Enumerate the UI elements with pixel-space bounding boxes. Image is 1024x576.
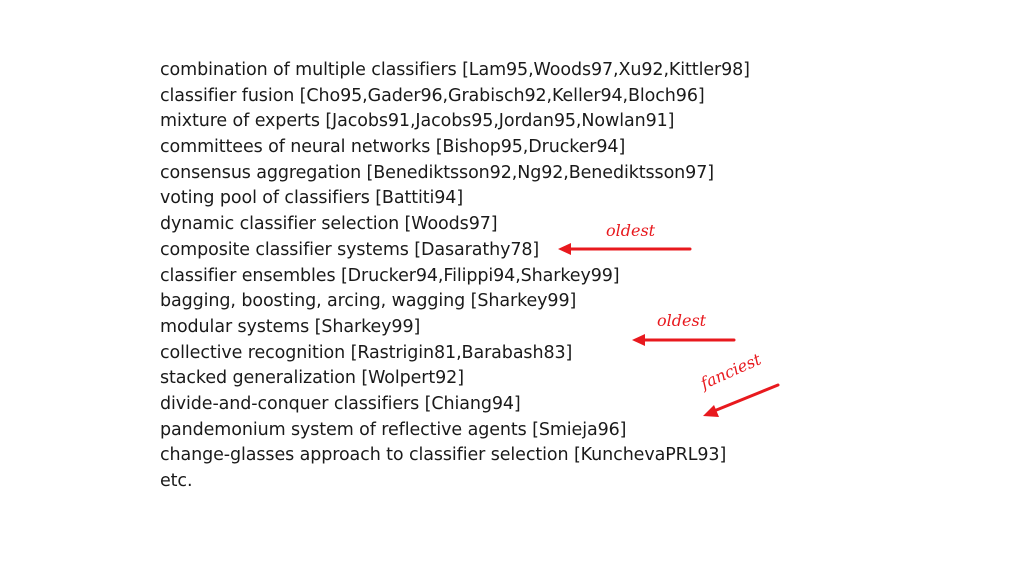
term-line-mixture-of-experts: mixture of experts [Jacobs91,Jacobs95,Jo… bbox=[160, 111, 675, 132]
term-line-divide-and-conquer: divide-and-conquer classifiers [Chiang94… bbox=[160, 393, 521, 414]
term-line-collective-recognition: collective recognition [Rastrigin81,Bara… bbox=[160, 342, 573, 363]
term-line-consensus-aggregation: consensus aggregation [Benediktsson92,Ng… bbox=[160, 162, 714, 183]
term-line-classifier-ensembles: classifier ensembles [Drucker94,Filippi9… bbox=[160, 265, 620, 286]
term-line-voting-pool: voting pool of classifiers [Battiti94] bbox=[160, 188, 464, 209]
term-line-pandemonium: pandemonium system of reflective agents … bbox=[160, 419, 627, 440]
term-line-committees: committees of neural networks [Bishop95,… bbox=[160, 137, 626, 158]
term-line-composite-systems: composite classifier systems [Dasarathy7… bbox=[160, 239, 540, 260]
term-line-dynamic-selection: dynamic classifier selection [Woods97] bbox=[160, 214, 498, 235]
term-line-stacked-generalization: stacked generalization [Wolpert92] bbox=[160, 368, 464, 389]
term-list: combination of multiple classifiers [Lam… bbox=[160, 58, 750, 495]
term-line-change-glasses: change-glasses approach to classifier se… bbox=[160, 445, 727, 466]
term-line-bagging-boosting: bagging, boosting, arcing, wagging [Shar… bbox=[160, 291, 577, 312]
term-line-classifier-fusion: classifier fusion [Cho95,Gader96,Grabisc… bbox=[160, 85, 705, 106]
term-line-modular-systems: modular systems [Sharkey99] bbox=[160, 316, 421, 337]
annotation-oldest-composite: oldest bbox=[606, 221, 656, 240]
term-line-etc: etc. bbox=[160, 471, 193, 491]
term-line-combination: combination of multiple classifiers [Lam… bbox=[160, 60, 750, 80]
annotation-oldest-collective: oldest bbox=[657, 311, 707, 330]
